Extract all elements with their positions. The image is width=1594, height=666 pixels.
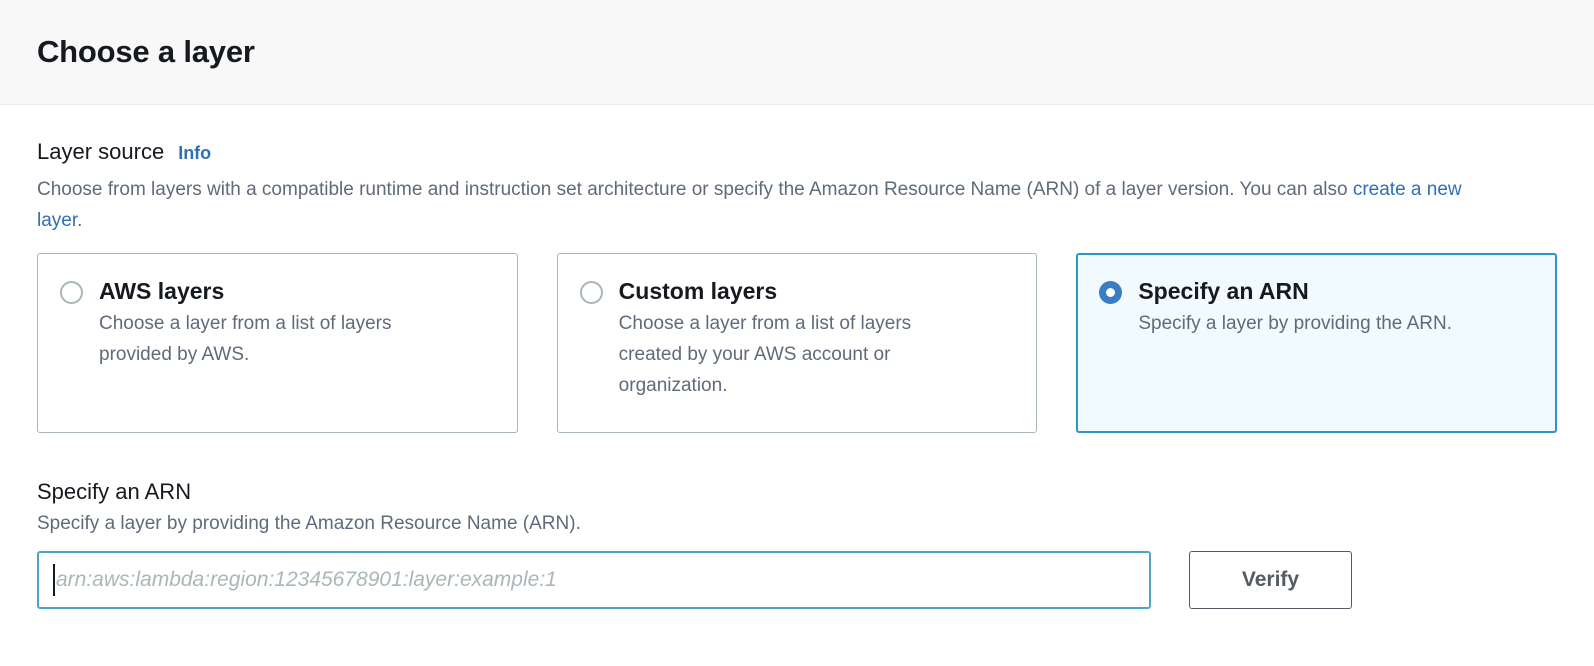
radio-tile-specify-an-arn-description: Specify a layer by providing the ARN. bbox=[1138, 313, 1453, 334]
radio-icon-specify-an-arn[interactable] bbox=[1099, 281, 1123, 304]
arn-section-description: Specify a layer by providing the Amazon … bbox=[37, 513, 581, 534]
radio-tile-aws-layers-title: AWS layers bbox=[99, 278, 225, 304]
create-a-new-layer-link[interactable]: create a new layer bbox=[37, 179, 1462, 231]
radio-tile-specify-an-arn-title: Specify an ARN bbox=[1138, 278, 1309, 304]
radio-tile-custom-layers-description: Choose a layer from a list of layers cre… bbox=[618, 313, 912, 396]
layer-source-description: Choose from layers with a compatible run… bbox=[37, 174, 1497, 236]
radio-tile-custom-layers-title: Custom layers bbox=[618, 278, 778, 304]
layer-source-label: Layer source bbox=[37, 139, 165, 164]
radio-tile-aws-layers-head: AWS layers bbox=[60, 276, 497, 306]
radio-tile-specify-an-arn-head: Specify an ARN bbox=[1099, 276, 1536, 306]
info-link[interactable]: Info bbox=[178, 143, 212, 163]
radio-icon-custom-layers[interactable] bbox=[579, 281, 603, 304]
radio-tile-aws-layers-description: Choose a layer from a list of layers pro… bbox=[99, 313, 392, 365]
arn-input[interactable] bbox=[37, 551, 1151, 609]
arn-input-wrapper bbox=[37, 551, 1151, 609]
modal-body: Layer source Info Choose from layers wit… bbox=[0, 105, 1594, 609]
radio-tile-custom-layers[interactable]: Custom layers Choose a layer from a list… bbox=[556, 253, 1038, 433]
layer-source-description-suffix: . bbox=[77, 210, 83, 231]
radio-tile-custom-layers-head: Custom layers bbox=[579, 276, 1017, 306]
layer-source-radio-group: AWS layers Choose a layer from a list of… bbox=[37, 253, 1558, 433]
radio-tile-specify-an-arn[interactable]: Specify an ARN Specify a layer by provid… bbox=[1076, 253, 1558, 433]
radio-icon-aws-layers[interactable] bbox=[60, 281, 83, 304]
layer-source-label-row: Layer source Info bbox=[37, 139, 1557, 165]
radio-tile-aws-layers[interactable]: AWS layers Choose a layer from a list of… bbox=[37, 253, 518, 433]
text-cursor bbox=[53, 564, 55, 596]
verify-button[interactable]: Verify bbox=[1189, 551, 1352, 609]
modal-header: Choose a layer bbox=[0, 0, 1594, 105]
arn-section-title: Specify an ARN bbox=[37, 479, 192, 504]
arn-input-row: Verify bbox=[37, 551, 1557, 609]
page-title: Choose a layer bbox=[37, 34, 255, 69]
layer-source-description-prefix: Choose from layers with a compatible run… bbox=[37, 179, 1353, 200]
